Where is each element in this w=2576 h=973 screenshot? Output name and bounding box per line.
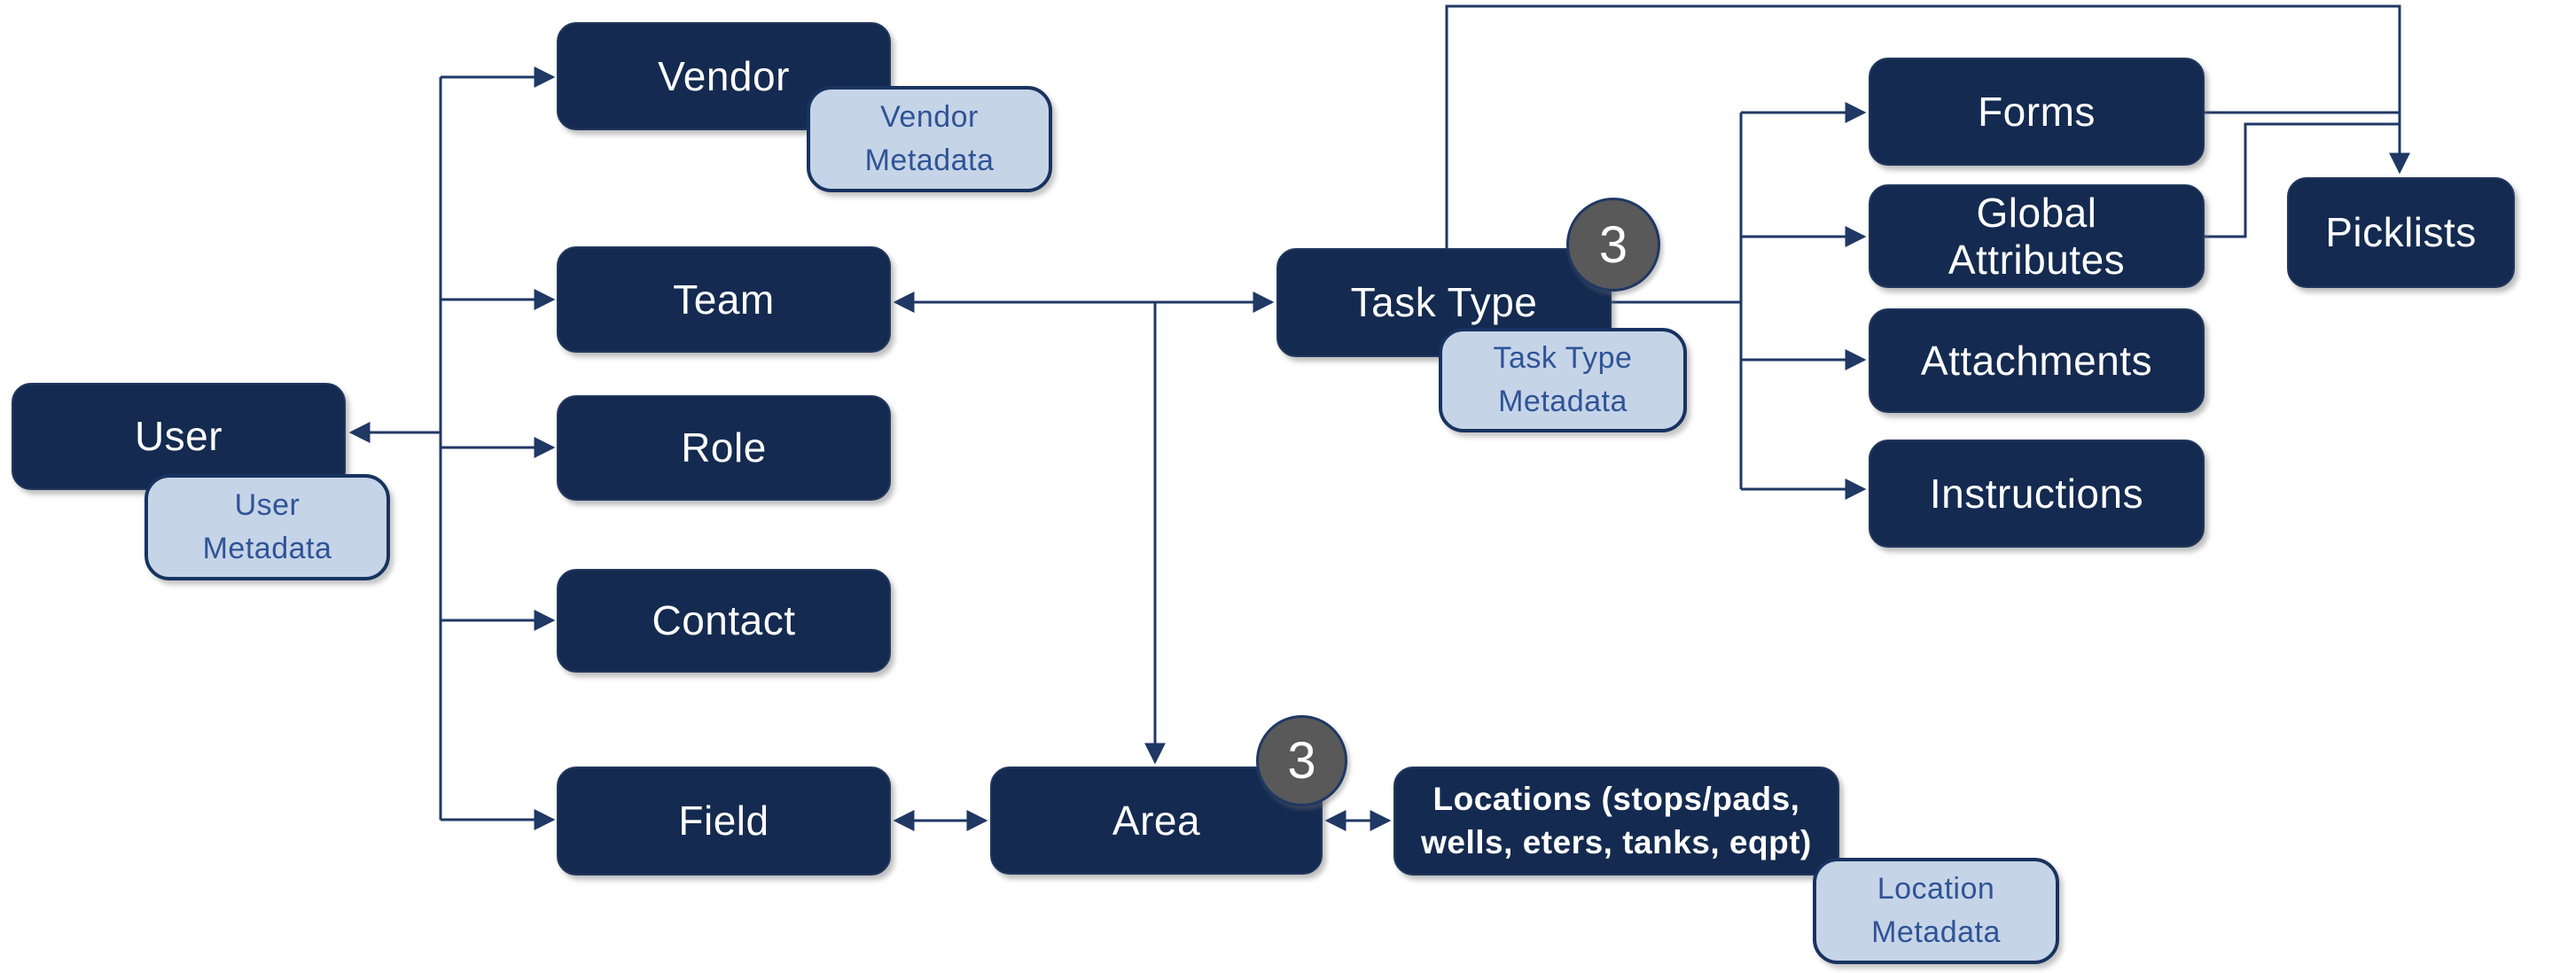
node-instructions: Instructions bbox=[1869, 440, 2205, 548]
node-label-user: User bbox=[134, 413, 223, 460]
node-label-role: Role bbox=[681, 424, 767, 471]
node-label-instructions: Instructions bbox=[1929, 470, 2144, 517]
area-badge: 3 bbox=[1256, 715, 1347, 806]
node-label-contact: Contact bbox=[652, 597, 796, 644]
node-label-task-type: Task Type bbox=[1350, 279, 1538, 326]
node-forms: Forms bbox=[1869, 58, 2205, 166]
node-user: User bbox=[12, 383, 346, 490]
node-label-attachments: Attachments bbox=[1920, 337, 2153, 384]
node-label-forms: Forms bbox=[1978, 88, 2096, 135]
node-locations: Locations (stops/pads,wells, eters, tank… bbox=[1393, 767, 1839, 876]
node-area: Area bbox=[990, 767, 1323, 875]
edge-task-type-picklists bbox=[1445, 4, 2410, 248]
node-field: Field bbox=[557, 767, 891, 876]
edge-global-attributes-picklists bbox=[2205, 122, 2400, 238]
node-label-area: Area bbox=[1112, 797, 1201, 844]
node-picklists: Picklists bbox=[2287, 177, 2515, 288]
node-label-picklists: Picklists bbox=[2325, 209, 2477, 256]
node-contact: Contact bbox=[557, 569, 891, 673]
node-attachments: Attachments bbox=[1869, 308, 2205, 413]
node-team: Team bbox=[557, 246, 891, 353]
node-label-team: Team bbox=[673, 276, 775, 323]
task-type-badge: 3 bbox=[1566, 198, 1660, 292]
node-label-field: Field bbox=[678, 798, 769, 845]
node-label-vendor: Vendor bbox=[658, 52, 790, 99]
node-label-locations: Locations (stops/pads,wells, eters, tank… bbox=[1421, 781, 1812, 860]
node-role: Role bbox=[557, 395, 891, 501]
